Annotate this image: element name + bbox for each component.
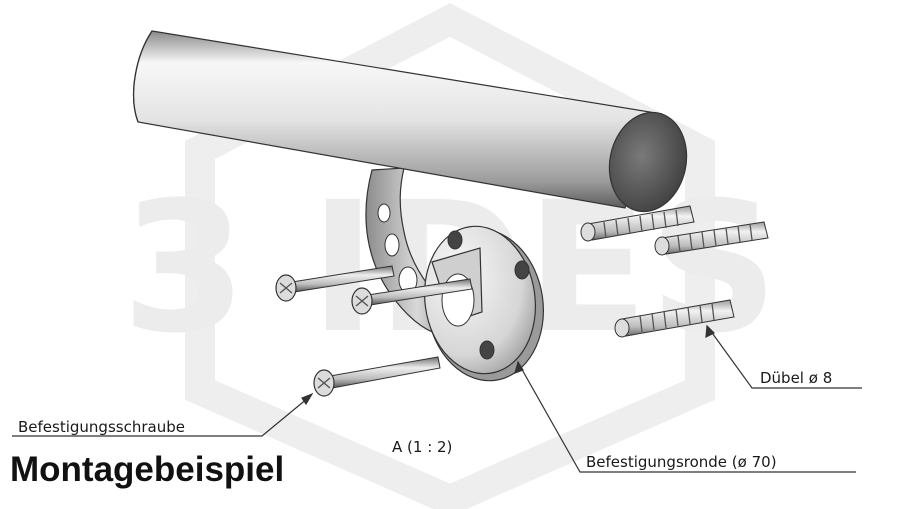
fixing-screw [275, 265, 395, 302]
callout-screw: Befestigungsschraube [18, 418, 185, 436]
wall-dowel [614, 299, 735, 338]
fixing-screw [351, 278, 473, 315]
view-scale-label: A (1 : 2) [392, 438, 453, 456]
rosette-hole [447, 230, 463, 250]
page-title: Montagebeispiel [10, 450, 285, 489]
callout-dowel: Dübel ø 8 [760, 369, 833, 387]
bracket-hole [384, 233, 400, 257]
wall-dowel [654, 221, 769, 256]
leader-line-dowel [705, 324, 862, 389]
bracket-hole [377, 203, 391, 223]
leader-line-rosette [514, 360, 856, 473]
handrail-tube [132, 30, 688, 213]
rosette-hole [514, 260, 530, 280]
fixing-screw [313, 356, 441, 397]
wall-dowel [580, 205, 695, 242]
leader-line-screw [12, 392, 314, 437]
rosette-hole [479, 340, 495, 360]
callout-rosette: Befestigungsronde (ø 70) [586, 453, 777, 471]
handrail-end-cap [608, 111, 688, 213]
